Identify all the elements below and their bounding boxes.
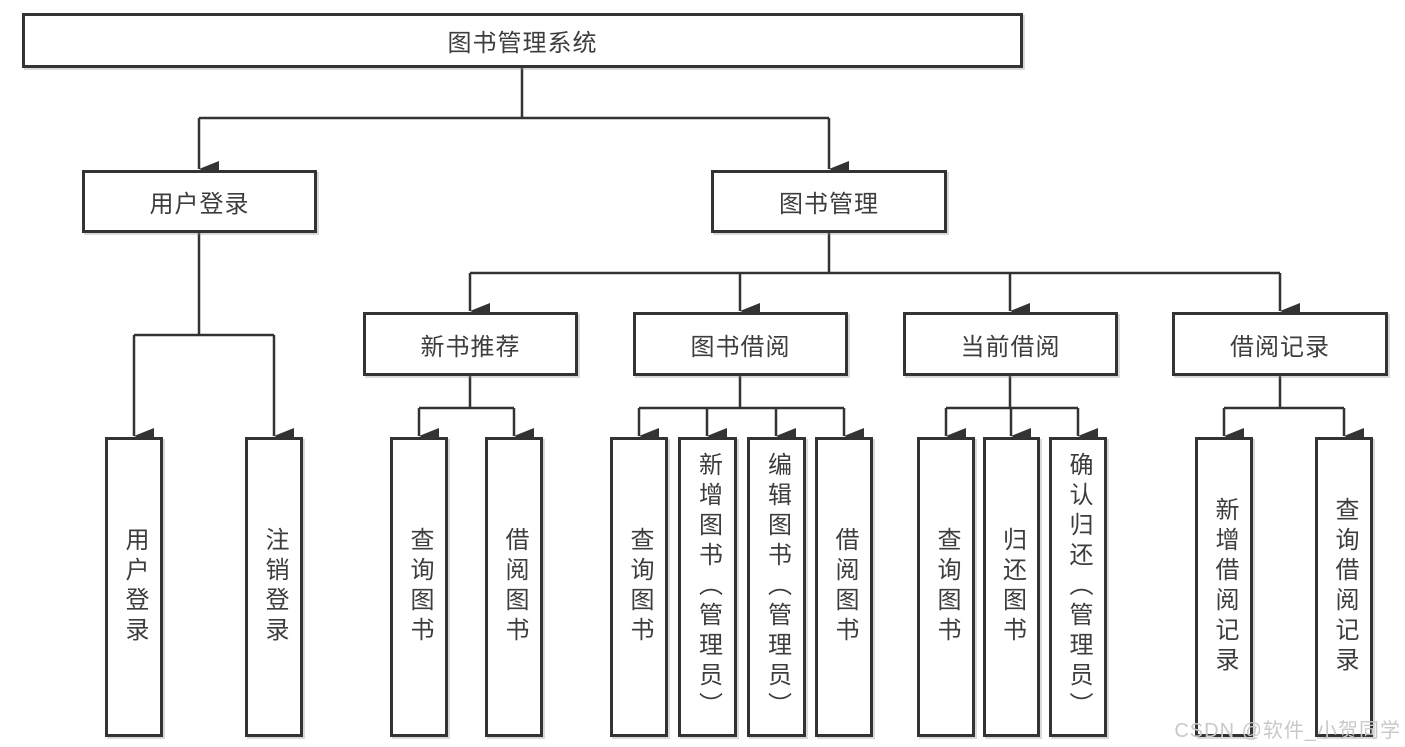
leaf-borrow-books-borrowing: 借阅图书	[815, 437, 873, 737]
leaf-return-books: 归还图书	[983, 437, 1040, 737]
node-label: 新增图书（管理员）	[694, 452, 722, 722]
node-label: 借阅记录	[1230, 333, 1330, 361]
node-label: 当前借阅	[960, 333, 1061, 361]
node-label: 查询借阅记录	[1331, 497, 1358, 677]
node-new-book-recommendation: 新书推荐	[363, 312, 578, 376]
node-label: 查询图书	[406, 527, 433, 647]
csdn-watermark: CSDN @软件_小贺同学	[1174, 720, 1401, 742]
leaf-confirm-return-admin: 确认归还（管理员）	[1049, 437, 1107, 737]
leaf-logout: 注销登录	[245, 437, 303, 737]
node-current-borrowing: 当前借阅	[903, 312, 1118, 376]
node-book-borrowing: 图书借阅	[633, 312, 848, 376]
node-library-management-system: 图书管理系统	[22, 13, 1023, 68]
node-label: 图书管理	[779, 191, 879, 218]
leaf-query-borrow-record: 查询借阅记录	[1315, 437, 1373, 737]
leaf-add-borrow-record: 新增借阅记录	[1195, 437, 1253, 737]
node-label: 新书推荐	[420, 333, 521, 361]
leaf-edit-books-admin: 编辑图书（管理员）	[747, 437, 806, 737]
leaf-query-books-current: 查询图书	[917, 437, 975, 737]
node-label: 确认归还（管理员）	[1065, 452, 1092, 722]
leaf-add-books-admin: 新增图书（管理员）	[678, 437, 737, 737]
node-label: 查询图书	[626, 527, 653, 647]
node-book-management: 图书管理	[711, 170, 947, 233]
leaf-user-login: 用户登录	[105, 437, 163, 737]
node-label: 用户登录	[121, 527, 148, 647]
node-user-login: 用户登录	[82, 170, 317, 233]
node-label: 图书借阅	[690, 333, 791, 361]
node-label: 新增借阅记录	[1211, 497, 1238, 677]
node-label: 图书管理系统	[447, 30, 598, 57]
leaf-query-books-borrowing: 查询图书	[610, 437, 668, 737]
node-label: 查询图书	[933, 527, 960, 647]
node-label: 归还图书	[998, 527, 1026, 647]
node-label: 注销登录	[261, 527, 288, 647]
leaf-borrow-books-recommend: 借阅图书	[485, 437, 543, 737]
leaf-query-books-recommend: 查询图书	[390, 437, 448, 737]
node-label: 借阅图书	[501, 527, 528, 647]
node-borrowing-records: 借阅记录	[1172, 312, 1388, 376]
node-label: 借阅图书	[831, 527, 858, 647]
node-label: 用户登录	[149, 191, 250, 218]
node-label: 编辑图书（管理员）	[763, 452, 791, 722]
